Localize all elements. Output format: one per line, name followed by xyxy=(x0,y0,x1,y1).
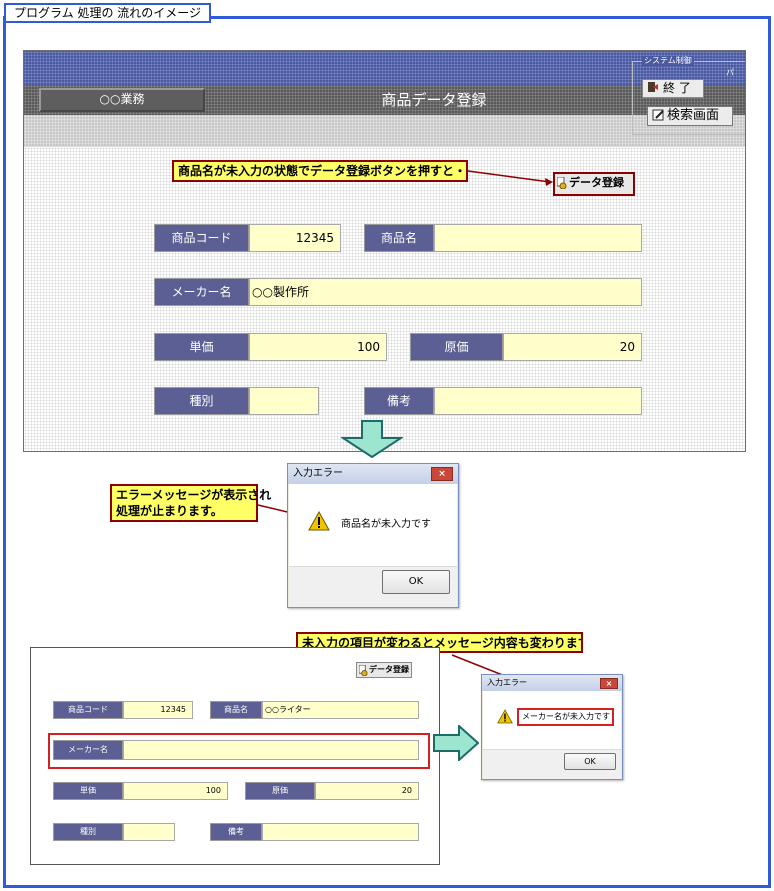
callout-error-line1: エラーメッセージが表示され xyxy=(116,488,272,502)
type-label: 種別 xyxy=(154,387,249,415)
callout-error-shown: エラーメッセージが表示され 処理が止まります。 xyxy=(110,484,272,522)
maker-name-label: メーカー名 xyxy=(53,740,123,760)
page-title: プログラム 処理の 流れのイメージ xyxy=(4,3,212,23)
error-dialog-body: 商品名が未入力です xyxy=(289,484,457,566)
unit-price-label: 単価 xyxy=(154,333,249,361)
callout-register-without-name: 商品名が未入力の状態でデータ登録ボタンを押すと・・・ xyxy=(172,160,468,182)
remarks-field[interactable] xyxy=(434,387,642,415)
error-message: 商品名が未入力です xyxy=(341,519,431,530)
product-code-field[interactable]: 12345 xyxy=(249,224,341,252)
type-field[interactable] xyxy=(123,823,175,841)
warning-icon xyxy=(497,709,513,724)
data-register-button-mini-label: データ登録 xyxy=(369,665,409,674)
error-dialog-2: 入力エラー × メーカー名が未入力です OK xyxy=(481,674,623,780)
ok-button-2[interactable]: OK xyxy=(564,753,616,770)
exit-button[interactable]: 終 了 xyxy=(642,79,704,98)
highlight-maker-row xyxy=(48,733,430,769)
maker-name-field[interactable] xyxy=(123,740,419,760)
type-field[interactable] xyxy=(249,387,319,415)
error-message-2: メーカー名が未入力です xyxy=(517,708,614,726)
error-dialog-title: 入力エラー xyxy=(288,464,458,484)
product-name-field[interactable] xyxy=(434,224,642,252)
product-name-label: 商品名 xyxy=(210,701,262,719)
product-code-label: 商品コード xyxy=(53,701,123,719)
product-code-field[interactable]: 12345 xyxy=(123,701,193,719)
register-icon xyxy=(557,177,567,189)
product-code-label: 商品コード xyxy=(154,224,249,252)
maker-name-label: メーカー名 xyxy=(154,278,249,306)
cost-field[interactable]: 20 xyxy=(315,782,419,800)
system-control-label: システム制御 xyxy=(642,56,694,66)
top-bar xyxy=(24,51,745,85)
remarks-field[interactable] xyxy=(262,823,419,841)
down-arrow-icon xyxy=(341,420,403,458)
product-name-field[interactable]: ○○ライター xyxy=(262,701,419,719)
close-icon[interactable]: × xyxy=(431,467,453,481)
cost-label: 原価 xyxy=(410,333,503,361)
edit-icon xyxy=(652,109,664,121)
exit-button-label: 終 了 xyxy=(663,81,691,95)
product-name-label: 商品名 xyxy=(364,224,434,252)
data-register-button-label: データ登録 xyxy=(569,176,624,189)
ok-button[interactable]: OK xyxy=(382,570,450,594)
close-icon[interactable]: × xyxy=(600,678,618,689)
maker-name-field[interactable]: ○○製作所 xyxy=(249,278,642,306)
error-dialog: 入力エラー × 商品名が未入力です OK xyxy=(287,463,459,608)
error-dialog-2-title: 入力エラー xyxy=(482,675,622,691)
remarks-label: 備考 xyxy=(364,387,434,415)
search-screen-button-label: 検索画面 xyxy=(667,108,720,123)
callout-error-line2: 処理が止まります。 xyxy=(116,504,223,518)
unit-price-label: 単価 xyxy=(53,782,123,800)
outer-frame xyxy=(3,16,771,888)
system-control-label-cut: パ xyxy=(726,68,734,77)
type-label: 種別 xyxy=(53,823,123,841)
product-registration-screen: ○○業務 商品データ登録 システム制御 パ 終 了 検索画面 商品コード 123… xyxy=(23,50,746,452)
remarks-label: 備考 xyxy=(210,823,262,841)
business-button[interactable]: ○○業務 xyxy=(39,88,205,112)
unit-price-field[interactable]: 100 xyxy=(249,333,387,361)
cost-label: 原価 xyxy=(245,782,315,800)
screen-title: 商品データ登録 xyxy=(381,91,487,109)
unit-price-field[interactable]: 100 xyxy=(123,782,228,800)
data-register-button-mini[interactable]: データ登録 xyxy=(356,662,412,678)
register-icon xyxy=(359,665,368,676)
product-registration-screen-mini: データ登録 商品コード 12345 商品名 ○○ライター メーカー名 単価 10… xyxy=(30,647,440,865)
search-screen-button[interactable]: 検索画面 xyxy=(647,106,733,126)
right-arrow-icon xyxy=(433,725,479,761)
data-register-button[interactable]: データ登録 xyxy=(553,172,635,196)
cost-field[interactable]: 20 xyxy=(503,333,642,361)
toolbar-band xyxy=(24,115,745,147)
exit-door-icon xyxy=(648,82,658,92)
error-dialog-2-body: メーカー名が未入力です xyxy=(483,691,621,749)
warning-icon xyxy=(308,511,330,531)
